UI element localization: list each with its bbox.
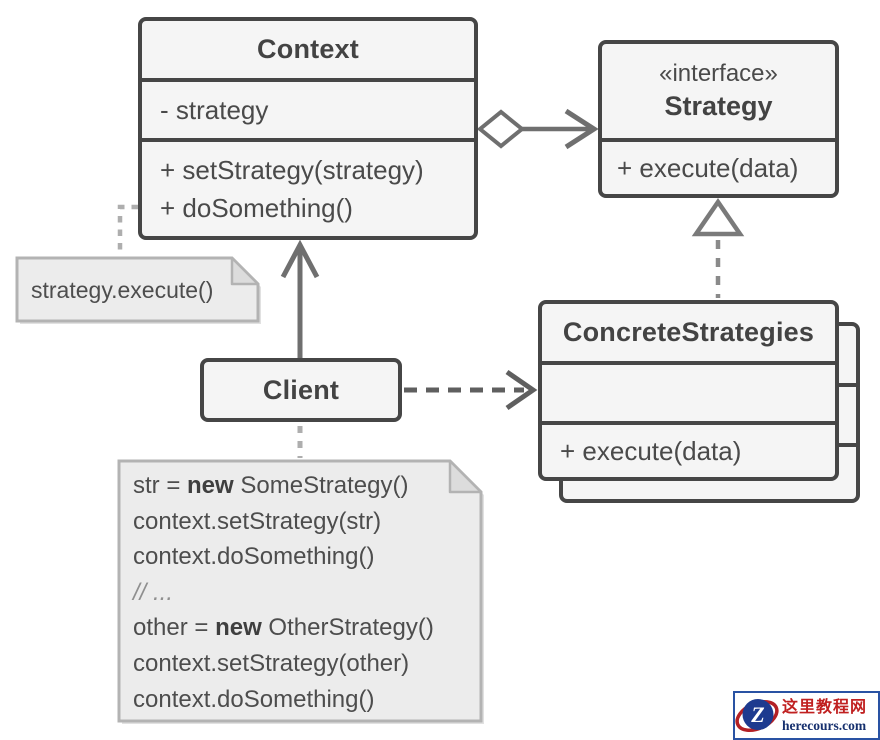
context-methods: + setStrategy(strategy) + doSomething()	[142, 138, 474, 236]
note-fold-corner-icon	[448, 459, 483, 494]
concrete-strategies-class: ConcreteStrategies + execute(data)	[538, 300, 839, 481]
concrete-strategies-title: ConcreteStrategies	[562, 317, 815, 347]
note-strategy-execute-text: strategy.execute()	[31, 276, 214, 303]
strategy-stereotype: «interface»	[659, 60, 778, 87]
class-member: + execute(data)	[617, 153, 799, 183]
code-line: str = new SomeStrategy()	[133, 472, 409, 499]
note-strategy-execute-shape	[15, 256, 261, 324]
concrete-strategies-attributes	[542, 361, 835, 421]
context-class: Context - strategy + setStrategy(strateg…	[138, 17, 478, 240]
class-member: + doSomething()	[160, 193, 353, 223]
client-class: Client	[200, 358, 402, 422]
arrowhead-icon	[564, 108, 599, 150]
logo-letter: Z	[750, 702, 764, 727]
logo-circle-icon	[742, 699, 774, 730]
note-client-code-text: str = new SomeStrategy() context.setStrat…	[133, 468, 473, 717]
class-member: + setStrategy(strategy)	[160, 155, 424, 185]
code-line: // ...	[133, 578, 174, 606]
note-body	[117, 459, 483, 723]
note-fold-corner-icon	[230, 256, 260, 286]
class-member: - strategy	[160, 95, 269, 125]
strategy-title-compartment: «interface» Strategy	[602, 44, 835, 138]
concrete-strategies-methods: + execute(data)	[542, 421, 835, 477]
code-line: context.setStrategy(str)	[133, 507, 382, 535]
watermark: Z 这里教程网 herecours.com	[733, 691, 880, 740]
class-member: + execute(data)	[560, 436, 742, 466]
client-title: Client	[262, 374, 340, 405]
context-attributes: - strategy	[142, 78, 474, 138]
code-line: context.doSomething()	[133, 543, 375, 571]
note-body	[15, 256, 260, 323]
dependency-arrow-client-strategies	[404, 369, 538, 411]
watermark-site-name: 这里教程网	[782, 698, 868, 716]
watermark-text: 这里教程网 herecours.com	[782, 698, 867, 734]
note-client-code-shape	[117, 459, 484, 724]
watermark-logo-icon: Z	[735, 699, 779, 733]
watermark-domain: herecours.com	[782, 717, 867, 733]
context-title: Context	[257, 34, 359, 64]
association-arrow-client-context	[280, 239, 320, 360]
strategy-title: Strategy	[664, 91, 773, 121]
arrowhead-icon	[280, 239, 320, 279]
code-line: other = new OtherStrategy()	[133, 614, 434, 642]
realization-arrow-strategies-strategy	[691, 198, 745, 298]
strategy-methods: + execute(data)	[602, 138, 835, 194]
hollow-triangle-icon	[691, 198, 745, 237]
code-line: context.setStrategy(other)	[133, 649, 410, 677]
aggregation-diamond-icon	[476, 109, 526, 149]
aggregation-arrow-context-strategy	[476, 108, 599, 150]
code-line: context.doSomething()	[133, 685, 375, 713]
arrowhead-icon	[505, 369, 538, 411]
strategy-interface-class: «interface» Strategy + execute(data)	[598, 40, 839, 198]
note-connector-context	[117, 204, 138, 255]
